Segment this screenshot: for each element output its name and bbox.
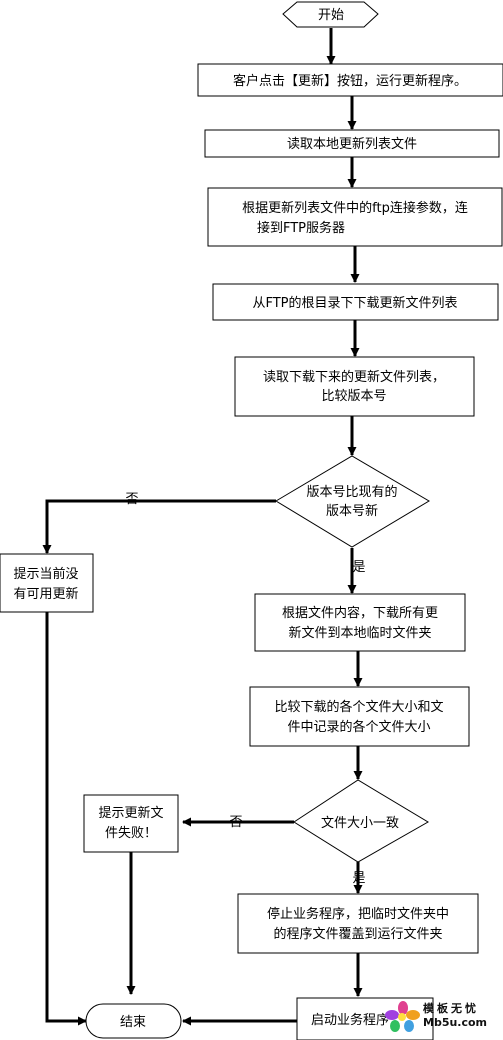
watermark-line1: 模板无忧	[423, 1002, 479, 1015]
edge-label-yes-size: 是	[352, 871, 365, 886]
edge-decision-no-to-no-update	[42, 499, 276, 554]
click-update-label: 客户点击【更新】按钮，运行更新程序。	[233, 73, 467, 89]
end-terminator	[85, 1003, 182, 1039]
start-business-label: 启动业务程序	[311, 1012, 389, 1028]
no-update-label-line2: 有可用更新	[13, 586, 78, 602]
process-replace-files	[237, 893, 479, 954]
connect-ftp-label-line2: 接到FTP服务器	[257, 220, 345, 236]
edge-label-no-version: 否	[125, 492, 138, 507]
size-match-label: 文件大小一致	[321, 816, 399, 831]
process-click-update	[197, 63, 503, 97]
no-update-label-line1: 提示当前没	[13, 566, 78, 582]
decision-size-match	[293, 779, 429, 863]
watermark-line2: Mb5u.com	[423, 1016, 488, 1029]
site-watermark: 模板无忧 Mb5u.com	[383, 1000, 501, 1034]
edge-no-update-to-end	[45, 612, 87, 1026]
replace-files-label-line2: 的程序文件覆盖到运行文件夹	[273, 926, 442, 942]
process-connect-ftp	[207, 187, 503, 247]
version-newer-label-line2: 版本号新	[326, 503, 378, 519]
process-update-failed	[83, 794, 179, 853]
decision-version-newer	[275, 455, 430, 548]
connect-ftp-label-line1: 根据更新列表文件中的ftp连接参数，连	[242, 200, 468, 216]
compare-version-label-line1: 读取下载下来的更新文件列表，	[263, 369, 445, 385]
version-newer-label-line1: 版本号比现有的	[306, 484, 397, 500]
compare-version-label-line2: 比较版本号	[321, 389, 386, 404]
process-no-update	[0, 553, 94, 613]
read-local-list-label: 读取本地更新列表文件	[287, 136, 417, 152]
flower-logo-icon	[385, 1001, 420, 1032]
process-download-files	[254, 593, 466, 652]
start-terminator	[282, 1, 379, 28]
compare-sizes-label-line1: 比较下载的各个文件大小和文	[274, 699, 443, 715]
download-list-label: 从FTP的根目录下下载更新文件列表	[252, 295, 457, 311]
edge-label-yes-version: 是	[352, 560, 365, 575]
update-failed-label-line2: 件失败！	[105, 826, 157, 841]
compare-sizes-label-line2: 件中记录的各个文件大小	[287, 719, 430, 735]
process-read-local-list	[204, 129, 500, 158]
edge-label-no-size: 否	[229, 815, 242, 830]
update-failed-label-line1: 提示更新文	[98, 805, 163, 821]
replace-files-label-line1: 停止业务程序，把临时文件夹中	[267, 906, 449, 922]
process-download-list	[212, 283, 499, 321]
end-label: 结束	[120, 1015, 146, 1030]
download-files-label-line2: 新文件到本地临时文件夹	[288, 625, 431, 641]
process-compare-sizes	[249, 686, 470, 747]
process-compare-version	[234, 356, 475, 417]
download-files-label-line1: 根据文件内容，下载所有更	[282, 605, 438, 621]
start-label: 开始	[318, 8, 344, 23]
